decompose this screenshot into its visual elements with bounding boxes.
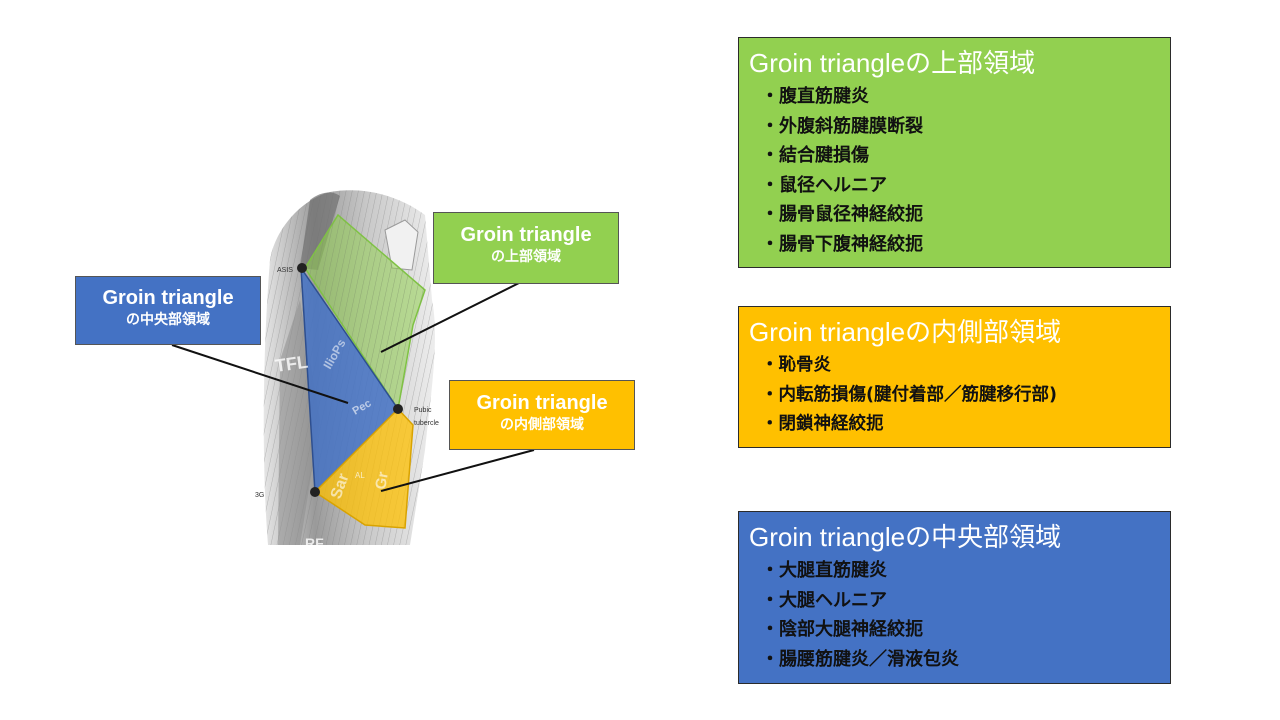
upper-box-title: Groin triangleの上部領域 [749,48,1036,78]
central-conditions-list: 大腿直筋腱炎 大腿ヘルニア 陰部大腿神経絞扼 腸腰筋腱炎／滑液包炎 [749,556,1160,674]
central-callout-line2: の中央部領域 [126,312,210,328]
medial-region-triangle [313,407,414,529]
tfl-label: TFL [274,352,309,376]
medial-conditions-list: 恥骨炎 内転筋損傷(腱付着部／筋腱移行部) 閉鎖神経絞扼 [749,351,1160,440]
list-item: 腸骨下腹神経絞扼 [761,230,1160,260]
upper-callout-line2: の上部領域 [491,249,561,265]
medial-region-callout: Groin triangle の内側部領域 [449,380,635,450]
list-item: 腹直筋腱炎 [761,82,1160,112]
list-item: 恥骨炎 [761,351,1160,381]
gr-label: Gr [372,470,392,490]
list-item: 大腿ヘルニア [761,586,1160,616]
asis-point [297,263,307,273]
three-g-label: 3G [255,492,264,499]
medial-box-title: Groin triangleの内側部領域 [749,317,1062,347]
upper-region-box: Groin triangleの上部領域 腹直筋腱炎 外腹斜筋腱膜断裂 結合腱損傷… [738,37,1171,268]
medial-region-box: Groin triangleの内側部領域 恥骨炎 内転筋損傷(腱付着部／筋腱移行… [738,306,1171,448]
list-item: 腸腰筋腱炎／滑液包炎 [761,645,1160,675]
upper-region-callout: Groin triangle の上部領域 [433,212,619,284]
upper-leader-line [380,281,522,353]
list-item: 外腹斜筋腱膜断裂 [761,112,1160,142]
al-label: AL [355,471,365,480]
upper-callout-line1: Groin triangle [460,224,592,246]
medial-leader-line [380,449,535,492]
medial-callout-line2: の内側部領域 [500,417,584,433]
list-item: 結合腱損傷 [761,141,1160,171]
medial-callout-line1: Groin triangle [476,392,608,414]
upper-region-fibers [305,215,425,409]
list-item: 閉鎖神経絞扼 [761,410,1160,440]
central-leader-line [171,344,349,404]
list-item: 大腿直筋腱炎 [761,556,1160,586]
pubic-label: Pubic [414,407,432,414]
apex-point [310,487,320,497]
list-item: 腸骨鼠径神経絞扼 [761,200,1160,230]
pubic-tubercle-point [393,404,403,414]
central-region-callout: Groin triangle の中央部領域 [75,276,261,345]
upper-conditions-list: 腹直筋腱炎 外腹斜筋腱膜断裂 結合腱損傷 鼠径ヘルニア 腸骨鼠径神経絞扼 腸骨下… [749,82,1160,259]
central-callout-line1: Groin triangle [102,287,234,309]
rf-label: RF [305,535,324,551]
asis-label: ASIS [277,267,293,274]
tubercle-label: tubercle [414,420,439,427]
central-box-title: Groin triangleの中央部領域 [749,522,1062,552]
list-item: 陰部大腿神経絞扼 [761,615,1160,645]
list-item: 内転筋損傷(腱付着部／筋腱移行部) [761,381,1160,411]
list-item: 鼠径ヘルニア [761,171,1160,201]
central-region-box: Groin triangleの中央部領域 大腿直筋腱炎 大腿ヘルニア 陰部大腿神… [738,511,1171,684]
